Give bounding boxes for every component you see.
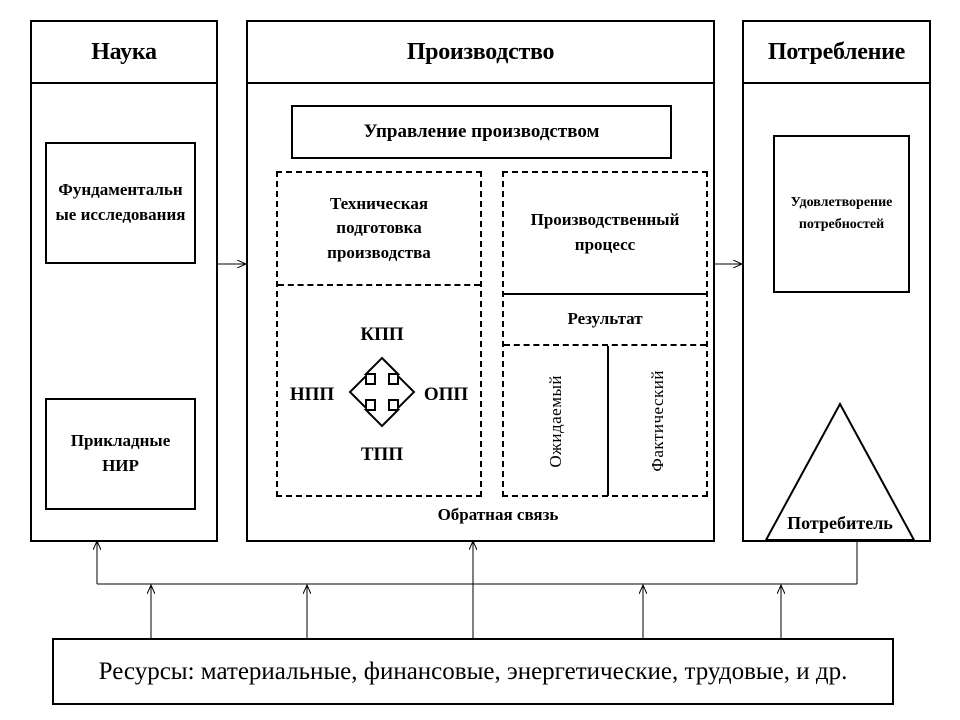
- prod-process-block: [502, 171, 708, 497]
- consumption-header: Потребление: [744, 22, 929, 84]
- tech-prep-title-box: Техническая подготовка производства: [278, 173, 480, 286]
- production-header: Производство: [248, 22, 713, 84]
- needs-satisfaction-box: Удовлетворение потребностей: [773, 135, 910, 293]
- actual-label: Фактический: [647, 370, 667, 472]
- science-header: Наука: [32, 22, 216, 84]
- expected-box: Ожидаемый: [504, 346, 607, 496]
- result-box: Результат: [504, 293, 706, 346]
- prod-process-label: Производственный процесс: [530, 210, 680, 254]
- prod-process-title-box: Производственный процесс: [504, 173, 706, 293]
- production-management-box: Управление производством: [291, 105, 672, 159]
- resources-box: Ресурсы: материальные, финансовые, энерг…: [52, 638, 894, 705]
- opp-label: ОПП: [423, 384, 469, 405]
- tech-prep-label: Техническая подготовка производства: [327, 193, 431, 262]
- applied-research-box: Прикладные НИР: [45, 398, 196, 510]
- expected-label: Ожидаемый: [545, 374, 565, 468]
- result-label: Результат: [567, 309, 643, 329]
- resources-label: Ресурсы: материальные, финансовые, энерг…: [98, 657, 848, 685]
- actual-box: Фактический: [609, 346, 706, 496]
- tech-prep-block: [276, 171, 482, 497]
- consumer-label: Потребитель: [787, 513, 893, 533]
- fundamental-research-label: Фундаментальные исследования: [55, 180, 186, 224]
- feedback-label: Обратная связь: [418, 503, 578, 528]
- fundamental-research-box: Фундаментальные исследования: [45, 142, 196, 264]
- applied-research-label: Прикладные НИР: [70, 431, 171, 475]
- tpp-label: ТПП: [360, 444, 404, 465]
- result-divider: [607, 346, 609, 496]
- kpp-label: КПП: [360, 324, 404, 345]
- production-management-label: Управление производством: [363, 121, 600, 143]
- npp-label: НПП: [289, 384, 335, 405]
- needs-satisfaction-label: Удовлетворение потребностей: [790, 194, 893, 232]
